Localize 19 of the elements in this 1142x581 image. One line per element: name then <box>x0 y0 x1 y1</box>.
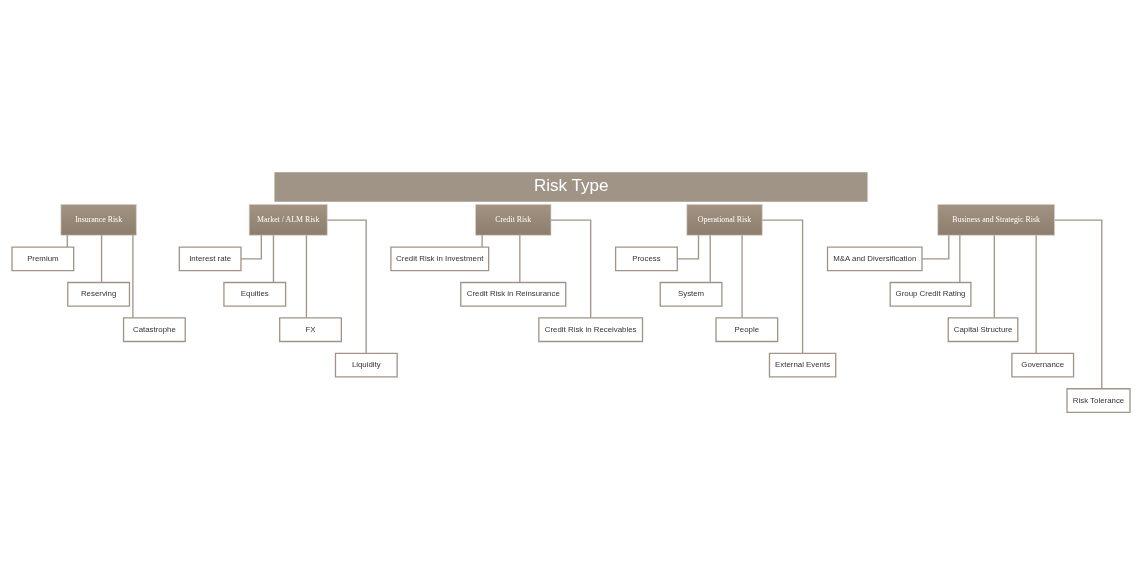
connector <box>709 234 711 283</box>
connector <box>761 219 804 354</box>
connector <box>1054 219 1103 389</box>
connector <box>550 219 592 318</box>
connector <box>921 234 950 259</box>
connector <box>481 234 483 248</box>
connector <box>519 234 521 283</box>
connector <box>272 234 275 283</box>
connector <box>993 234 995 318</box>
connector <box>676 234 700 259</box>
connector <box>132 234 134 318</box>
connector <box>305 234 308 318</box>
connector <box>326 219 367 354</box>
diagram-title: Risk Type <box>533 175 609 195</box>
connector <box>741 234 743 318</box>
connector <box>959 234 961 283</box>
connector <box>1035 234 1037 354</box>
connector <box>240 234 262 259</box>
connector <box>100 234 103 283</box>
